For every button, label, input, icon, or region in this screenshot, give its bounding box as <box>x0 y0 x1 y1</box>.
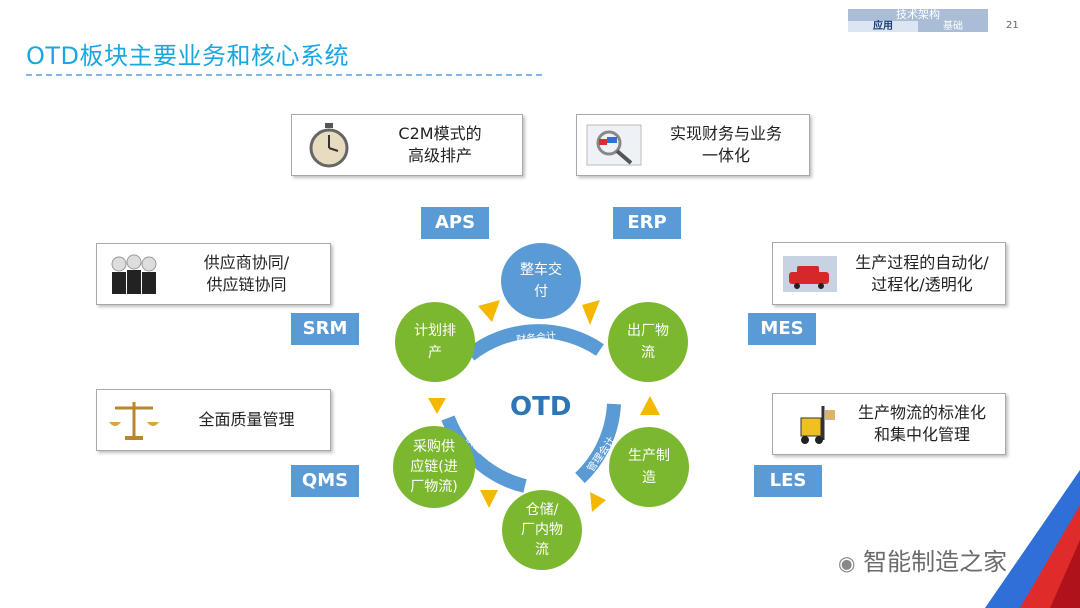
node-vehicle-delivery: 整车交 付 <box>501 243 581 319</box>
box-mes-text: 生产过程的自动化/ 过程化/透明化 <box>855 252 989 294</box>
node-production-planning: 计划排 产 <box>395 302 475 382</box>
box-srm-text: 供应商协同/ 供应链协同 <box>203 253 290 294</box>
box-aps-text: C2M模式的 高级排产 <box>398 124 482 165</box>
page-title: OTD板块主要业务和核心系统 <box>26 42 350 70</box>
system-qms: QMS <box>291 465 359 497</box>
system-aps: APS <box>421 207 489 239</box>
box-erp: 实现财务与业务 一体化 <box>576 114 810 176</box>
box-mes: 生产过程的自动化/ 过程化/透明化 <box>772 242 1006 305</box>
box-les: 生产物流的标准化 和集中化管理 <box>772 393 1006 455</box>
otd-center-label: OTD <box>510 392 572 422</box>
magnifier-chart-icon <box>586 124 642 166</box>
scales-icon <box>109 402 159 440</box>
wechat-icon: ◉ <box>838 551 856 575</box>
system-srm: SRM <box>291 313 359 345</box>
people-group-icon <box>111 254 157 294</box>
flow-arrows <box>428 300 660 512</box>
system-les: LES <box>754 465 822 497</box>
node-manufacturing: 生产制 造 <box>609 427 689 507</box>
box-qms: 全面质量管理 <box>96 389 331 451</box>
box-erp-text: 实现财务与业务 一体化 <box>669 124 782 165</box>
arch-tag-top: 技术架构 <box>848 9 988 21</box>
watermark: ◉ 智能制造之家 <box>838 542 1007 577</box>
arch-tag-infrastructure: 基础 <box>918 21 988 32</box>
box-srm: 供应商协同/ 供应链协同 <box>96 243 331 305</box>
watermark-text: 智能制造之家 <box>863 548 1008 576</box>
car-factory-icon <box>783 255 837 292</box>
title-divider <box>26 74 542 76</box>
forklift-icon <box>800 406 835 444</box>
node-procurement-supply-chain: 采购供 应链(进 厂物流) <box>393 426 475 508</box>
node-warehousing-logistics: 仓储/ 厂内物 流 <box>502 490 582 570</box>
system-mes: MES <box>748 313 816 345</box>
box-qms-text: 全面质量管理 <box>198 410 295 429</box>
arch-tag-application: 应用 <box>848 21 918 32</box>
box-les-text: 生产物流的标准化 和集中化管理 <box>857 403 986 444</box>
stopwatch-icon <box>309 123 349 168</box>
box-aps: C2M模式的 高级排产 <box>291 114 523 176</box>
node-outbound-logistics: 出厂物 流 <box>608 302 688 382</box>
system-erp: ERP <box>613 207 681 239</box>
page-number: 21 <box>1006 20 1019 31</box>
